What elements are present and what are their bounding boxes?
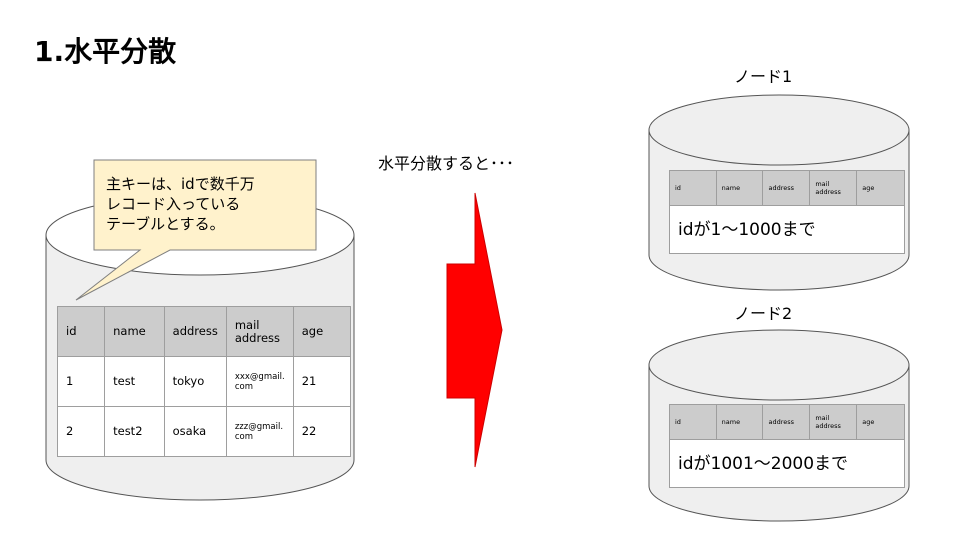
table-cell: zzz@gmail. com xyxy=(225,406,294,457)
table-header-cell: mail address xyxy=(225,306,294,357)
callout-line: 主キーは、idで数千万 xyxy=(106,175,255,193)
node2-label: ノード2 xyxy=(734,304,793,323)
node2-header-row: id name address mail address age xyxy=(669,404,905,440)
node2-table: id name address mail address age xyxy=(669,404,905,440)
callout-bubble xyxy=(75,159,317,301)
table-header-cell: age xyxy=(292,306,352,357)
node-header-cell: id xyxy=(669,170,717,206)
table-cell: osaka xyxy=(163,406,227,457)
table-row: 2 test2 osaka zzz@gmail. com 22 xyxy=(56,406,352,457)
table-cell: 1 xyxy=(56,356,106,407)
table-cell: test2 xyxy=(104,406,165,457)
node-header-cell: address xyxy=(762,170,811,206)
node-header-cell: age xyxy=(856,404,905,440)
node-header-cell: name xyxy=(715,404,764,440)
node-header-cell: mail address xyxy=(809,170,858,206)
node2-cylinder-top xyxy=(648,329,910,401)
slide-title: 1.水平分散 xyxy=(34,35,177,68)
arrow-caption: 水平分散すると･･･ xyxy=(378,154,515,173)
callout-text: 主キーは、idで数千万 レコード入っている テーブルとする。 xyxy=(106,174,316,234)
table-row: 1 test tokyo xxx@gmail. com 21 xyxy=(56,356,352,407)
node1-header-row: id name address mail address age xyxy=(669,170,905,206)
table-cell: xxx@gmail. com xyxy=(225,356,294,407)
source-table: id name address mail address age 1 test … xyxy=(56,306,352,457)
table-header-cell: id xyxy=(56,306,106,357)
node1-label: ノード1 xyxy=(734,67,793,86)
table-cell: test xyxy=(104,356,165,407)
node-header-cell: age xyxy=(856,170,905,206)
node1-cylinder-top xyxy=(648,94,910,166)
table-cell: 21 xyxy=(292,356,352,407)
node-header-cell: mail address xyxy=(809,404,858,440)
node-header-cell: id xyxy=(669,404,717,440)
node1-range-text: idが1～1000まで xyxy=(669,206,905,254)
node1-table: id name address mail address age xyxy=(669,170,905,206)
table-cell: 22 xyxy=(292,406,352,457)
table-header-cell: name xyxy=(104,306,165,357)
node-header-cell: address xyxy=(762,404,811,440)
callout-line: テーブルとする。 xyxy=(106,215,225,233)
table-header-row: id name address mail address age xyxy=(56,306,352,357)
table-cell: 2 xyxy=(56,406,106,457)
table-cell: tokyo xyxy=(163,356,227,407)
table-header-cell: address xyxy=(163,306,227,357)
callout-line: レコード入っている xyxy=(106,195,241,213)
node-header-cell: name xyxy=(715,170,764,206)
node2-range-text: idが1001～2000まで xyxy=(669,440,905,488)
red-arrow xyxy=(446,192,503,468)
